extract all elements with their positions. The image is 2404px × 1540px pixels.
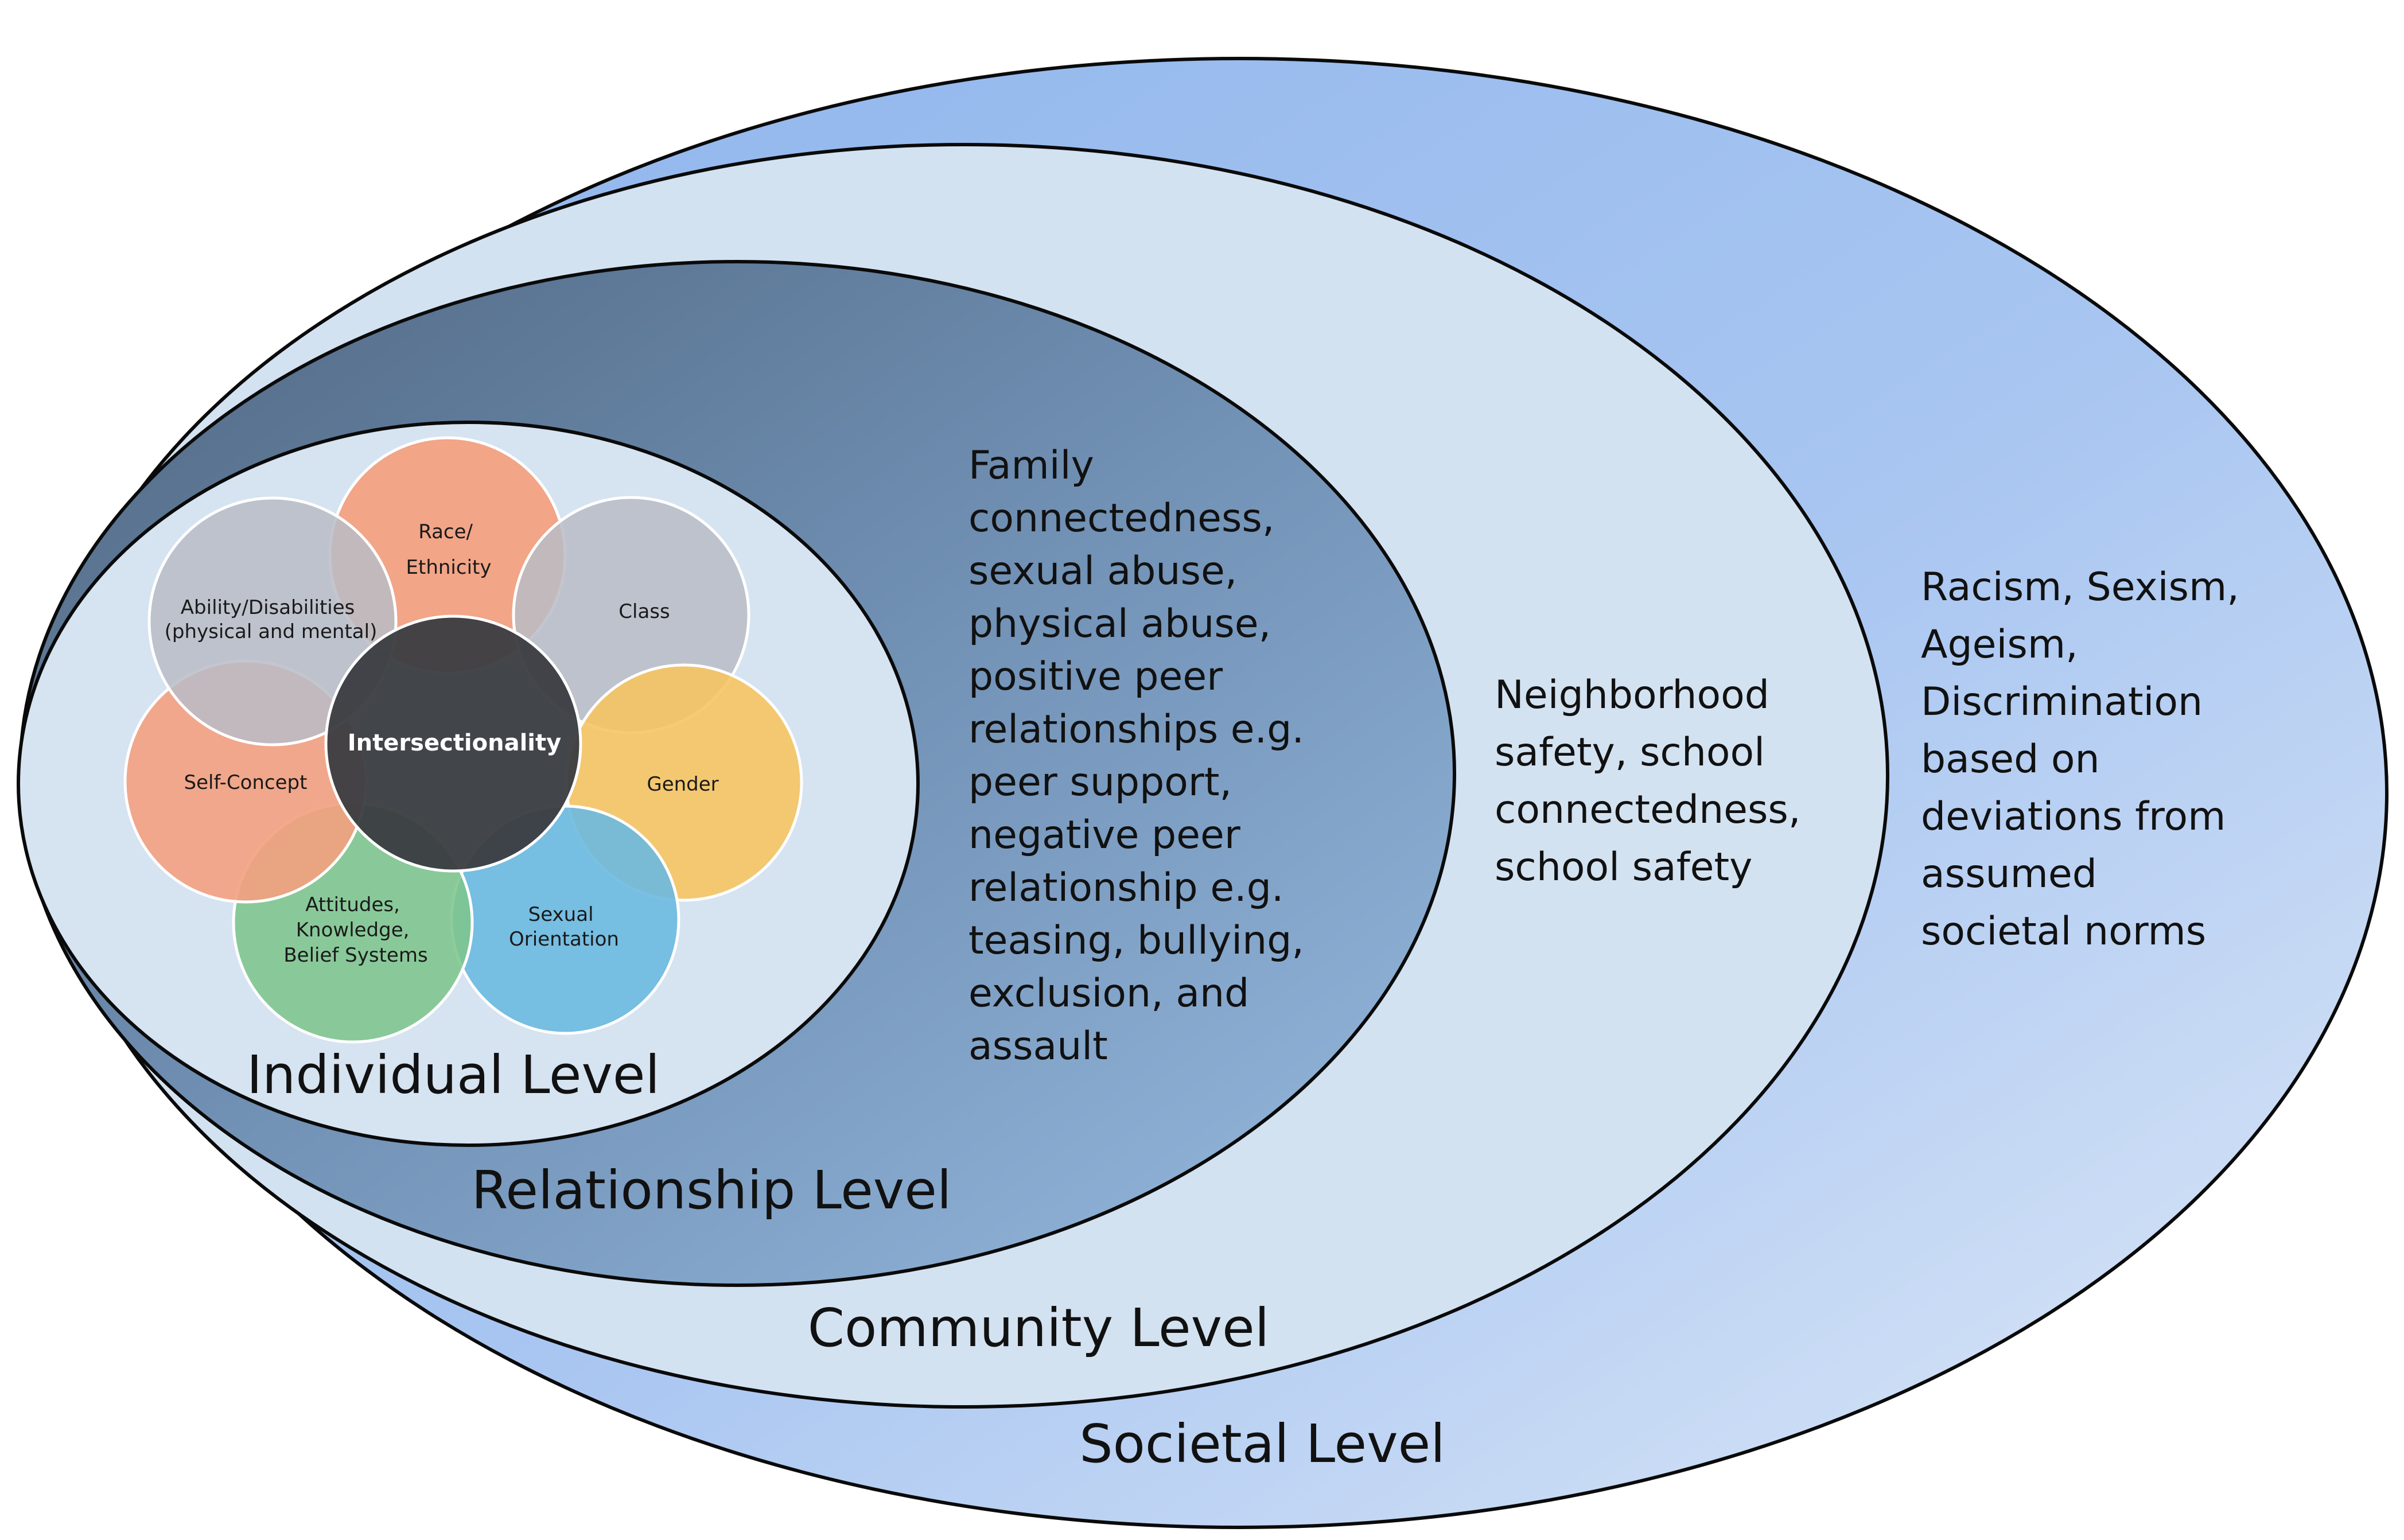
community-description: Neighborhood safety, school connectednes… xyxy=(1495,672,1813,890)
petal-label-self-concept: Self-Concept xyxy=(184,771,308,794)
petal-label-gender: Gender xyxy=(647,773,718,796)
petal-ability xyxy=(147,496,398,746)
petal-label-race: Race/ Ethnicity xyxy=(406,520,492,579)
community-level-title: Community Level xyxy=(808,1297,1270,1359)
societal-description: Racism, Sexism, Ageism, Discrimination b… xyxy=(1921,565,2251,954)
relationship-description: Family connectedness, sexual abuse, phys… xyxy=(968,443,1317,1069)
petal-label-attitudes: Attitudes, Knowledge, Belief Systems xyxy=(283,893,427,967)
intersectionality-core xyxy=(324,615,582,873)
individual-level-title: Individual Level xyxy=(247,1044,660,1106)
petal-label-class: Class xyxy=(618,600,670,623)
societal-level-title: Societal Level xyxy=(1079,1413,1445,1475)
intersectionality-petals xyxy=(123,436,803,1044)
petal-label-sexual-orientation: Sexual Orientation xyxy=(509,903,619,951)
intersectionality-label: Intersectionality xyxy=(348,730,561,756)
relationship-level-title: Relationship Level xyxy=(472,1160,952,1221)
petal-label-ability: Ability/Disabilities (physical and menta… xyxy=(165,596,378,643)
